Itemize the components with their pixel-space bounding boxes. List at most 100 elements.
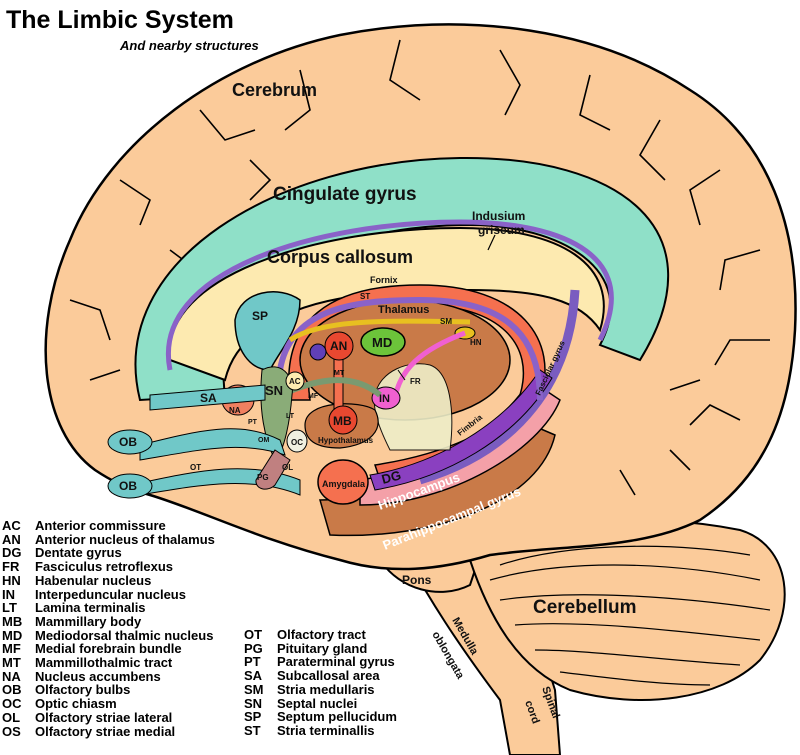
legend-abbr: SP <box>244 709 262 725</box>
legend-abbr: SM <box>244 681 264 697</box>
label-oc: OC <box>291 438 303 447</box>
legend-name: Optic chiasm <box>35 696 117 712</box>
pituitary-gland <box>255 449 291 490</box>
label-ol: OL <box>282 463 293 472</box>
label-mb: MB <box>333 414 352 428</box>
sulci <box>69 39 770 496</box>
label-ac: AC <box>289 377 301 386</box>
label-indusium: Indusium <box>472 209 525 223</box>
label-cerebellum: Cerebellum <box>533 597 636 618</box>
olfactory-tract <box>139 428 286 461</box>
legend-name: Lamina terminalis <box>35 600 146 616</box>
label-sn: SN <box>265 383 283 398</box>
legend-abbr: MB <box>2 613 23 629</box>
legend-abbr: ST <box>244 722 261 738</box>
legend-name: Dentate gyrus <box>35 545 122 561</box>
legend-abbr: AN <box>2 531 21 547</box>
label-sm: SM <box>440 317 452 326</box>
anterior-commissure <box>285 371 305 391</box>
amygdala <box>317 459 369 505</box>
legend-name: Septum pellucidum <box>277 709 397 725</box>
legend-abbr: MD <box>2 627 23 643</box>
label-na: NA <box>229 406 241 415</box>
legend-entry: AN Anterior nucleus of thalamus <box>2 531 215 547</box>
label-amygdala: Amygdala <box>322 479 366 489</box>
cerebellum-folia <box>489 545 771 686</box>
dentate-gyrus <box>369 369 553 491</box>
fasciculus-retroflexus <box>392 330 466 399</box>
legend-entry: SP Septum pellucidum <box>244 710 397 724</box>
legend-entry: MF Medial forebrain bundle <box>2 642 215 656</box>
fasciolar-gyrus <box>418 289 580 485</box>
label-dg: DG <box>380 467 403 487</box>
label-fr: FR <box>410 377 421 386</box>
legend-entry: MD Mediodorsal thalmic nucleus <box>2 627 215 643</box>
legend-name: Mammillary body <box>35 613 142 629</box>
legend-name: Subcallosal area <box>277 668 380 684</box>
fr-arrow <box>397 369 406 381</box>
label-cingulate-gyrus: Cingulate gyrus <box>273 184 417 205</box>
legend-name: Medial forebrain bundle <box>35 641 182 657</box>
olfactory-bulb-1 <box>107 429 153 455</box>
label-mf: MF <box>308 393 319 400</box>
label-pg: PG <box>257 473 269 482</box>
legend-name: Olfactory bulbs <box>35 682 131 698</box>
legend-name: Olfactory tract <box>277 627 366 642</box>
legend-abbr: OL <box>2 709 21 725</box>
anterior-nucleus <box>324 331 354 361</box>
legend-abbr: OT <box>244 627 263 642</box>
diagram-subtitle: And nearby structures <box>120 38 259 53</box>
label-cerebrum: Cerebrum <box>232 80 317 100</box>
legend-abbr: IN <box>2 586 15 602</box>
legend-name: Mediodorsal thalmic nucleus <box>35 627 214 643</box>
legend-name: Olfactory striae medial <box>35 723 176 739</box>
legend-name: Stria medullaris <box>277 681 375 697</box>
legend-name: Interpeduncular nucleus <box>35 586 186 602</box>
label-an: AN <box>330 339 347 353</box>
label-sa: SA <box>200 391 217 405</box>
legend-entry: MB Mammillary body <box>2 615 215 629</box>
label-pons: Pons <box>402 573 432 587</box>
label-hypothalamus: Hypothalamus <box>318 436 374 445</box>
legend-entry: OL Olfactory striae lateral <box>2 711 215 725</box>
legend-entry: OS Olfactory striae medial <box>2 723 215 739</box>
label-thalamus: Thalamus <box>378 304 429 316</box>
septum-pellucidum <box>234 291 301 371</box>
legend-abbr: MF <box>2 641 21 657</box>
legend-name: Nucleus accumbens <box>35 668 161 684</box>
legend-name: Fasciculus retroflexus <box>35 559 173 575</box>
legend-name: Olfactory striae lateral <box>35 709 173 725</box>
diagram-title: The Limbic System <box>6 6 234 34</box>
legend-name: Anterior nucleus of thalamus <box>35 531 215 547</box>
legend-abbr: OB <box>2 682 22 698</box>
label-md: MD <box>372 335 392 350</box>
subcallosal-area <box>149 384 266 411</box>
legend-abbr: OS <box>2 723 21 739</box>
legend-abbr: FR <box>2 559 20 575</box>
indusium-griseum <box>165 219 614 371</box>
legend-abbr: NA <box>2 668 21 684</box>
label-griseum: griseum <box>478 223 525 237</box>
label-sp: SP <box>252 309 268 323</box>
label-ot: OT <box>190 463 201 472</box>
mediodorsal-nucleus <box>360 327 406 357</box>
label-ob-1: OB <box>119 435 137 449</box>
legend-entry: FR Fasciculus retroflexus <box>2 560 215 574</box>
legend-abbr: PG <box>244 640 263 656</box>
legend-abbr: PT <box>244 654 261 670</box>
label-lt: LT <box>286 413 295 420</box>
indusium-arrow <box>487 234 496 251</box>
label-st: ST <box>360 292 370 301</box>
